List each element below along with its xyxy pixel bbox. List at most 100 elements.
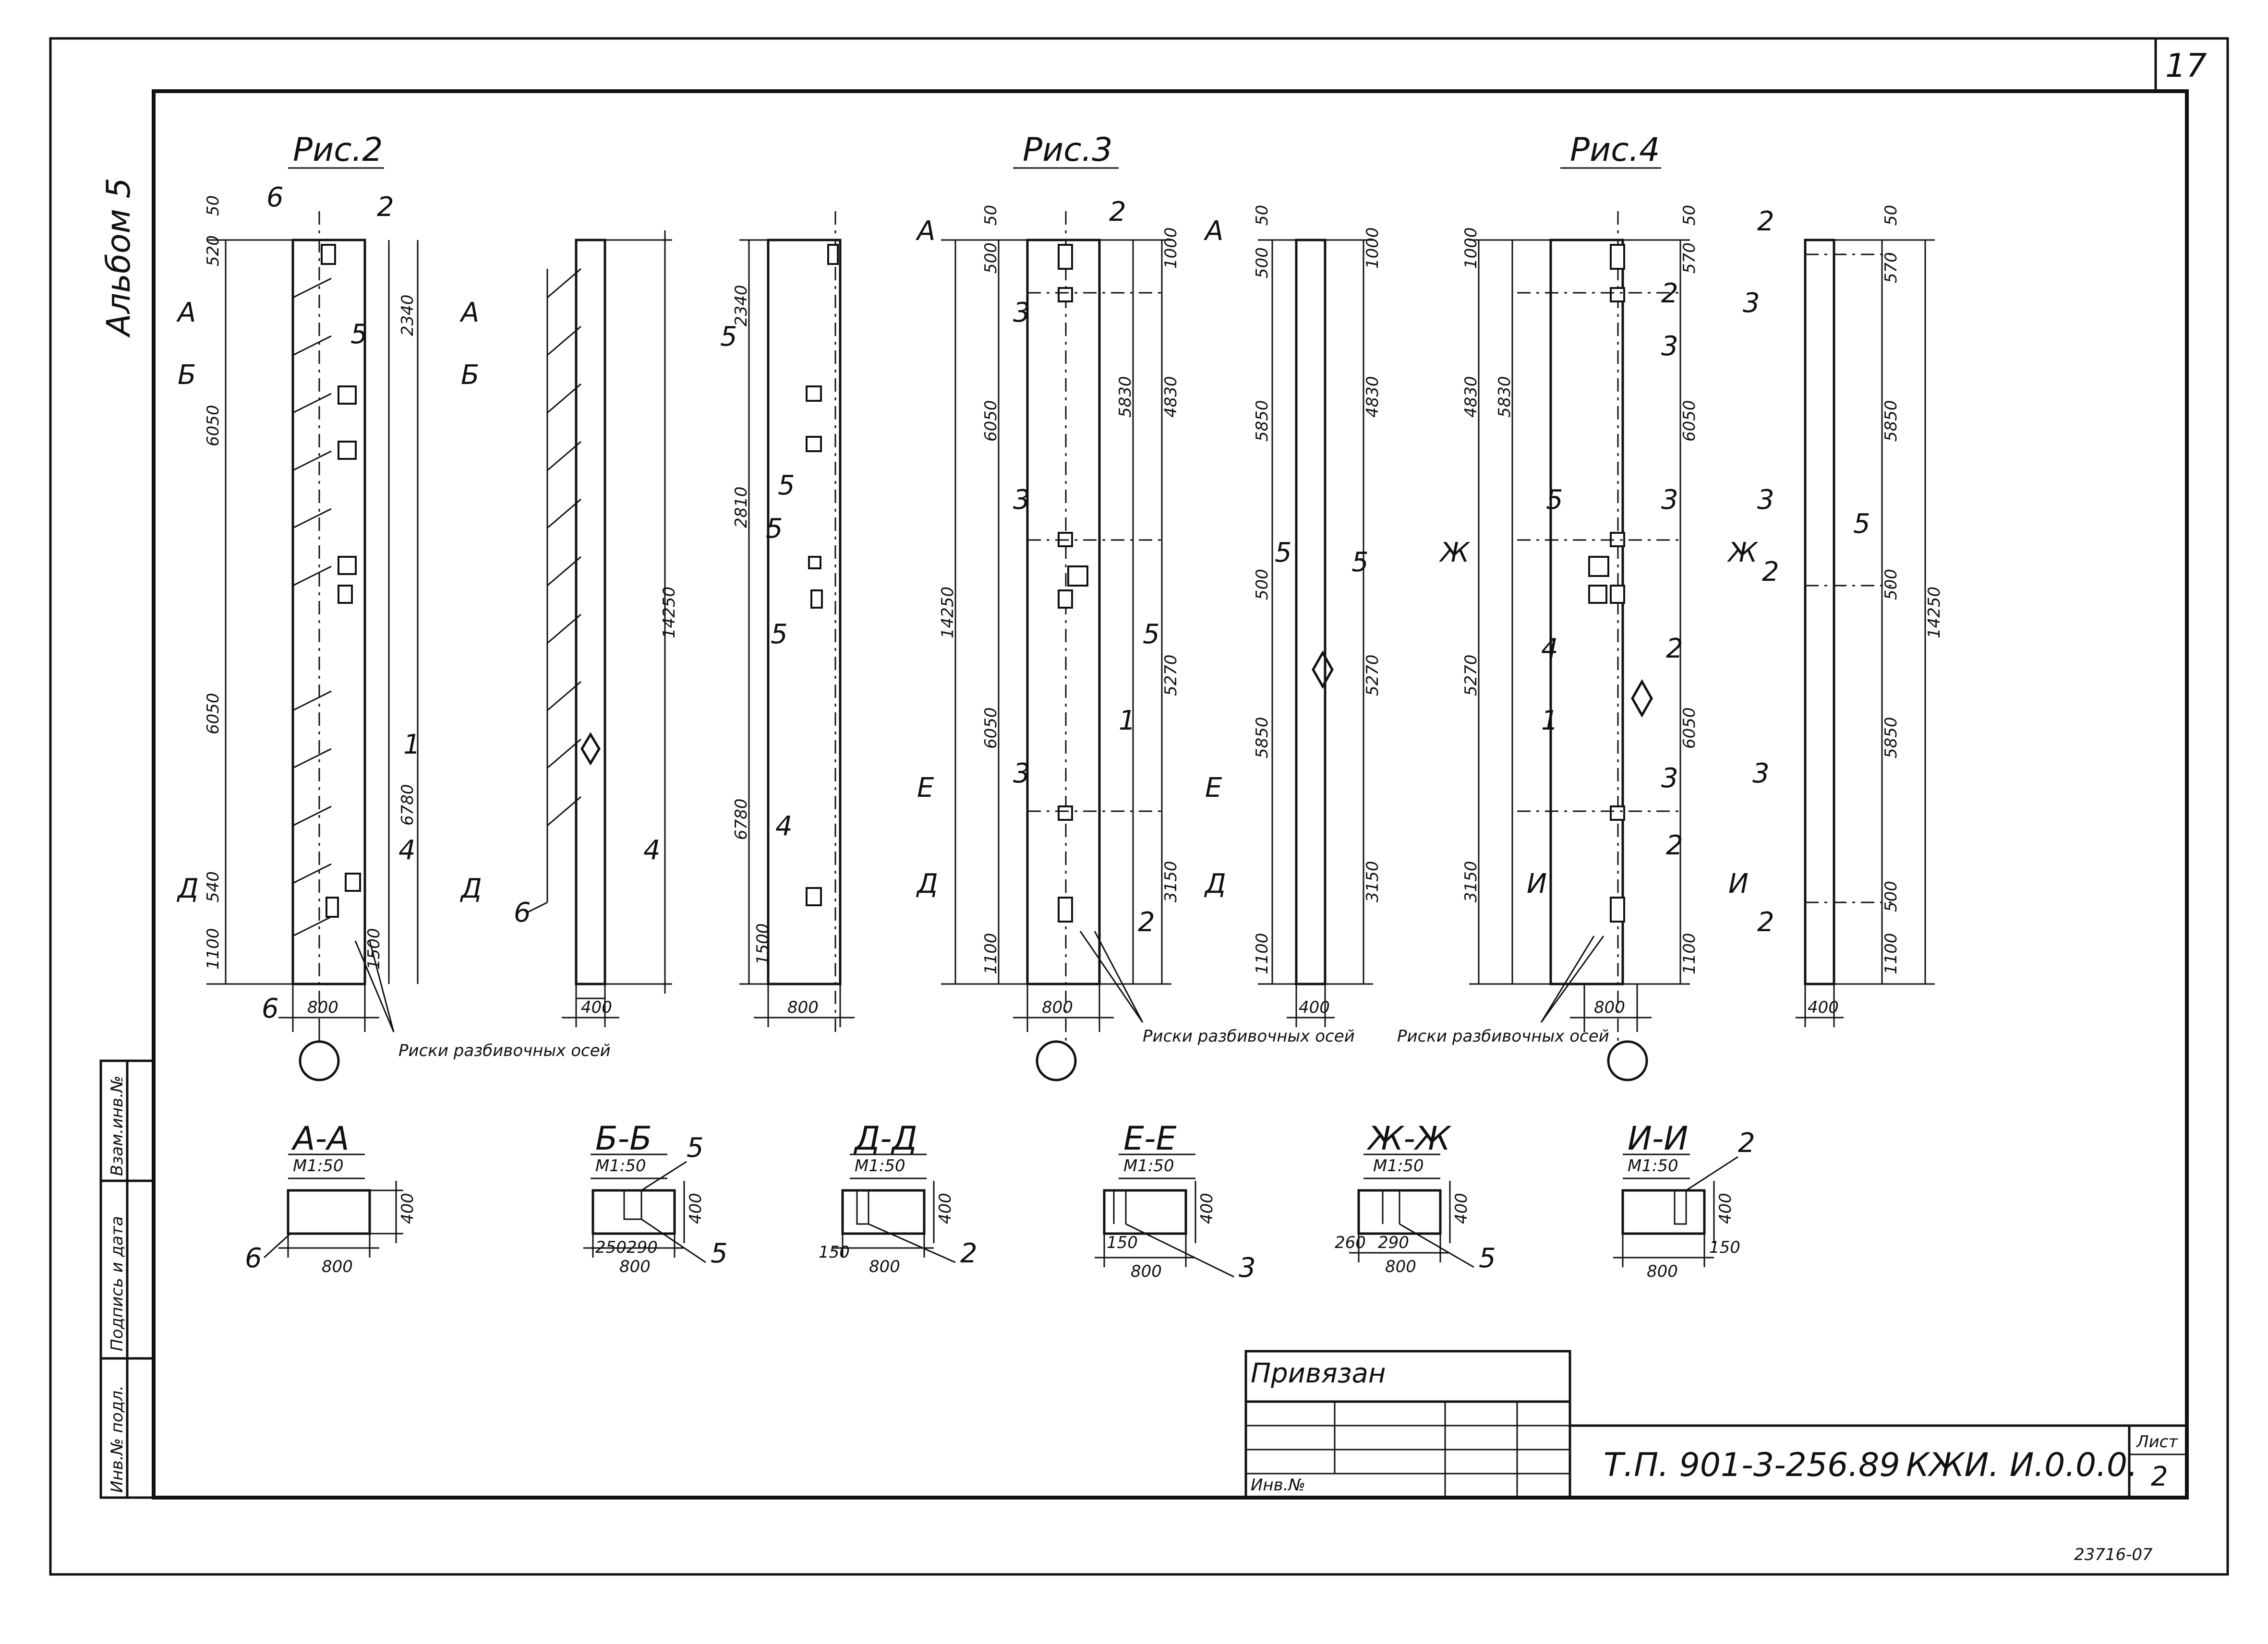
fig3-mark-a2: А bbox=[1204, 216, 1223, 247]
section-zhzh-scale: М1:50 bbox=[1373, 1156, 1424, 1176]
fig3b-width: 400 bbox=[1299, 998, 1330, 1017]
section-ee-title: Е-Е bbox=[1123, 1120, 1177, 1158]
fig2-width: 800 bbox=[307, 998, 338, 1017]
fig2-side-width: 400 bbox=[581, 998, 612, 1017]
section-aa-scale: М1:50 bbox=[293, 1156, 344, 1176]
fig4-dim-570: 570 bbox=[1680, 242, 1699, 274]
section-ee-height: 400 bbox=[1197, 1193, 1217, 1224]
fig4b-dim-5850a: 5850 bbox=[1882, 400, 1901, 442]
fig3-column bbox=[941, 211, 1171, 1046]
side-stamp-inv: Инв.№ подл. bbox=[108, 1385, 127, 1493]
fig4b-dim-500: 500 bbox=[1882, 569, 1901, 600]
section-ii-dim-150: 150 bbox=[1709, 1238, 1740, 1257]
stamp-doc: Т.П. 901-3-256.89 bbox=[1604, 1446, 1900, 1484]
section-aa-height: 400 bbox=[398, 1193, 417, 1224]
fig2-callout-2: 2 bbox=[377, 192, 394, 223]
fig2-dim-1500: 1500 bbox=[364, 928, 384, 970]
section-dd-callout-2: 2 bbox=[960, 1238, 977, 1269]
fig3-callout-3a: 3 bbox=[1013, 297, 1030, 328]
fig4b-callout-3c: 3 bbox=[1752, 758, 1770, 789]
fig4b-column bbox=[1796, 239, 1935, 1027]
fig4-width: 800 bbox=[1594, 998, 1625, 1017]
fig2-title: Рис.2 bbox=[293, 131, 383, 169]
outer-frame bbox=[49, 37, 2229, 1576]
fig3-dim-500: 500 bbox=[981, 242, 1001, 274]
fig4b-width: 400 bbox=[1808, 998, 1839, 1017]
fig3b-dim-500: 500 bbox=[1253, 247, 1272, 278]
fig2b-dim-6780: 6780 bbox=[732, 798, 751, 840]
stamp-attached: Привязан bbox=[1251, 1358, 1386, 1389]
fig4b-dim-1100: 1100 bbox=[1882, 933, 1901, 974]
section-zhzh-width: 800 bbox=[1385, 1257, 1416, 1276]
stamp-inv: Инв.№ bbox=[1251, 1476, 1305, 1495]
fig3-dim-4830: 4830 bbox=[1161, 376, 1181, 418]
fig4-mark-zh2: Ж bbox=[1727, 537, 1759, 568]
fig2-mark-a2: А bbox=[459, 297, 479, 328]
section-bb-dim-250: 250 bbox=[595, 1238, 627, 1257]
fig4-callout-3b: 3 bbox=[1661, 484, 1678, 516]
section-zhzh-title: Ж-Ж bbox=[1366, 1120, 1452, 1158]
section-ee: Е-Е М1:50 800 400 150 3 bbox=[1095, 1120, 1256, 1284]
fig3-dim-1000: 1000 bbox=[1161, 227, 1181, 269]
fig4-dim-1100: 1100 bbox=[1680, 933, 1699, 974]
section-aa-width: 800 bbox=[322, 1257, 353, 1276]
section-aa-callout-6: 6 bbox=[245, 1243, 262, 1274]
fig3b-dim-5850a: 5850 bbox=[1253, 400, 1272, 442]
fig2-dim-2340: 2340 bbox=[398, 294, 417, 336]
section-zhzh-dim-260: 260 bbox=[1335, 1233, 1366, 1252]
fig3-width: 800 bbox=[1042, 998, 1073, 1017]
section-bb-scale: М1:50 bbox=[595, 1156, 646, 1176]
fig2-axis-marker bbox=[299, 1040, 340, 1081]
section-bb-width: 800 bbox=[619, 1257, 651, 1276]
fig3b-callout-5a: 5 bbox=[1275, 537, 1292, 568]
fig4-column bbox=[1469, 211, 1690, 1046]
fig2-side-callout-6: 6 bbox=[514, 897, 531, 928]
fig3-callout-5: 5 bbox=[1143, 619, 1160, 650]
section-ee-scale: М1:50 bbox=[1123, 1156, 1174, 1176]
fig4-dim-3150: 3150 bbox=[1461, 861, 1481, 902]
section-ee-width: 800 bbox=[1131, 1262, 1162, 1281]
fig3-dim-5270: 5270 bbox=[1161, 654, 1181, 696]
page-number: 17 bbox=[2165, 47, 2207, 85]
fig2-mark-b2: Б bbox=[461, 360, 479, 391]
section-bb-dim-290: 290 bbox=[627, 1238, 658, 1257]
fig4-callout-2b: 2 bbox=[1666, 633, 1683, 664]
stamp-sheet: 2 bbox=[2151, 1461, 2168, 1492]
section-dd-title: Д-Д bbox=[853, 1120, 917, 1158]
album-label: Альбом 5 bbox=[100, 178, 138, 338]
fig4-callout-3: 3 bbox=[1661, 331, 1678, 362]
fig4-mark-i2: И bbox=[1728, 868, 1749, 900]
fig2b-callout-5d: 5 bbox=[771, 619, 788, 650]
fig2-callout-6b: 6 bbox=[262, 993, 279, 1024]
fig4-callout-2c: 2 bbox=[1666, 830, 1683, 861]
section-ii-width: 800 bbox=[1647, 1262, 1678, 1281]
fig3-dim-5830: 5830 bbox=[1116, 376, 1135, 418]
section-ii-title: И-И bbox=[1628, 1120, 1688, 1158]
fig3b-callout-5b: 5 bbox=[1351, 547, 1369, 578]
fig3-mark-e1: Е bbox=[917, 772, 934, 804]
fig3-dim-50: 50 bbox=[981, 205, 1001, 226]
fig2b-dim-2340: 2340 bbox=[732, 285, 751, 326]
fig3-risks: Риски разбивочных осей bbox=[1143, 1027, 1355, 1046]
fig4-callout-1: 1 bbox=[1541, 705, 1558, 736]
fig2-mark-d1: Д bbox=[176, 873, 199, 904]
fig4b-dim-14250: 14250 bbox=[1925, 587, 1944, 638]
fig2-column bbox=[206, 211, 419, 1046]
fig3-mark-d1: Д bbox=[916, 868, 938, 900]
section-zhzh-height: 400 bbox=[1452, 1193, 1471, 1224]
fig3-dim-14250: 14250 bbox=[938, 587, 957, 638]
fig4-mark-i1: И bbox=[1527, 868, 1547, 900]
fig3b-dim-4830: 4830 bbox=[1363, 376, 1382, 418]
fig4b-dim-500b: 500 bbox=[1882, 881, 1901, 912]
fig3b-dim-50: 50 bbox=[1253, 205, 1272, 226]
fig4-title: Рис.4 bbox=[1570, 131, 1660, 169]
fig4b-callout-5: 5 bbox=[1853, 508, 1870, 540]
fig4-axis-marker bbox=[1607, 1040, 1648, 1081]
section-dd-dim-150: 150 bbox=[819, 1243, 850, 1262]
fig3-mark-a1: А bbox=[916, 216, 935, 247]
fig3-callout-2b: 2 bbox=[1138, 907, 1155, 938]
fig4b-dim-50: 50 bbox=[1882, 205, 1901, 226]
fig2b-dim-1500: 1500 bbox=[753, 923, 772, 965]
section-ii-scale: М1:50 bbox=[1628, 1156, 1678, 1176]
